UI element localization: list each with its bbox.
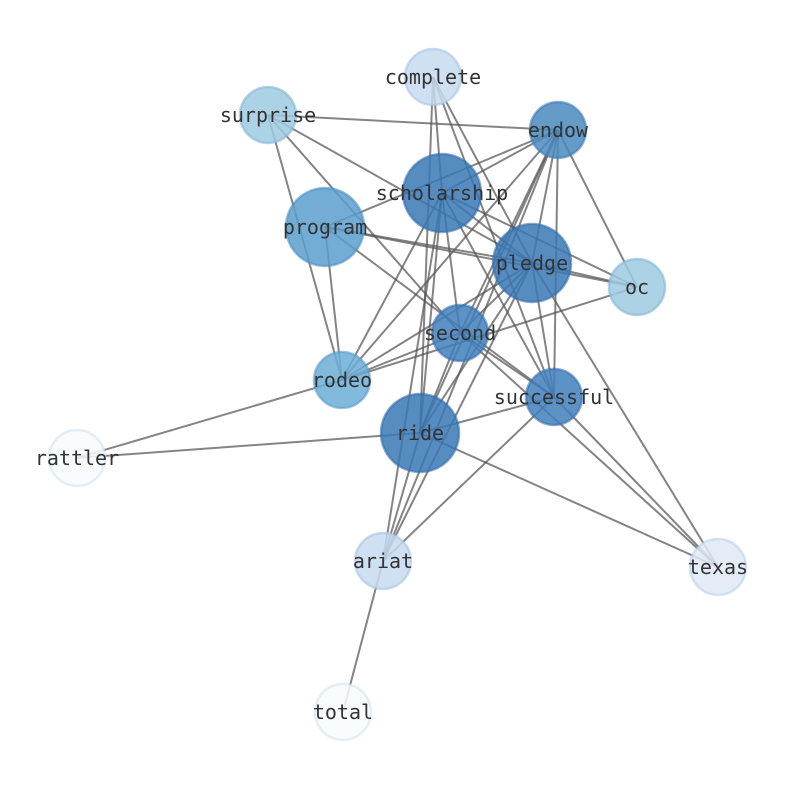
node-rodeo[interactable] (312, 350, 372, 410)
node-label-rodeo: rodeo (312, 368, 372, 392)
edge-surprise-endow (267, 114, 559, 131)
node-label-scholarship: scholarship (376, 181, 508, 205)
node-successful[interactable] (524, 367, 584, 427)
edge-complete-successful (432, 76, 555, 398)
node-endow[interactable] (528, 100, 588, 160)
node-label-second: second (424, 321, 496, 345)
edge-successful-texas (553, 396, 719, 568)
node-label-ride: ride (396, 421, 444, 445)
edge-oc-rodeo (341, 286, 638, 381)
edge-endow-ride (419, 129, 559, 434)
edge-pledge-texas (531, 262, 719, 568)
node-label-texas: texas (688, 555, 748, 579)
node-label-endow: endow (528, 118, 589, 142)
node-label-rattler: rattler (35, 446, 119, 470)
edge-endow-oc (557, 129, 638, 288)
node-texas[interactable] (688, 537, 748, 597)
edge-surprise-pledge (267, 114, 533, 264)
node-label-surprise: surprise (220, 103, 316, 127)
edge-rodeo-rattler (76, 379, 343, 459)
edge-pledge-ariat (382, 262, 533, 562)
node-label-program: program (283, 215, 367, 239)
node-label-pledge: pledge (496, 251, 568, 275)
node-label-ariat: ariat (353, 549, 413, 573)
node-ariat[interactable] (353, 531, 413, 591)
node-complete[interactable] (403, 47, 463, 107)
node-label-successful: successful (494, 385, 614, 409)
node-rattler[interactable] (47, 428, 107, 488)
node-scholarship[interactable] (401, 152, 483, 234)
node-label-total: total (313, 700, 373, 724)
edge-ride-texas (419, 432, 719, 568)
node-surprise[interactable] (238, 85, 298, 145)
node-label-complete: complete (385, 65, 481, 89)
edge-scholarship-ariat (382, 192, 443, 562)
node-label-oc: oc (625, 275, 649, 299)
edge-successful-ariat (382, 396, 555, 562)
node-second[interactable] (430, 303, 490, 363)
edge-complete-ride (419, 76, 434, 434)
edge-ride-rattler (76, 432, 421, 459)
edges-layer (76, 76, 719, 713)
node-pledge[interactable] (491, 222, 573, 304)
node-program[interactable] (284, 186, 366, 268)
node-total[interactable] (313, 682, 373, 742)
edge-program-successful (324, 226, 555, 398)
node-ride[interactable] (379, 392, 461, 474)
nodes-layer: complete surprise endow scholarship program p… (35, 47, 748, 742)
node-oc[interactable] (607, 257, 667, 317)
edge-program-oc (324, 226, 638, 288)
edge-second-texas (459, 332, 719, 568)
